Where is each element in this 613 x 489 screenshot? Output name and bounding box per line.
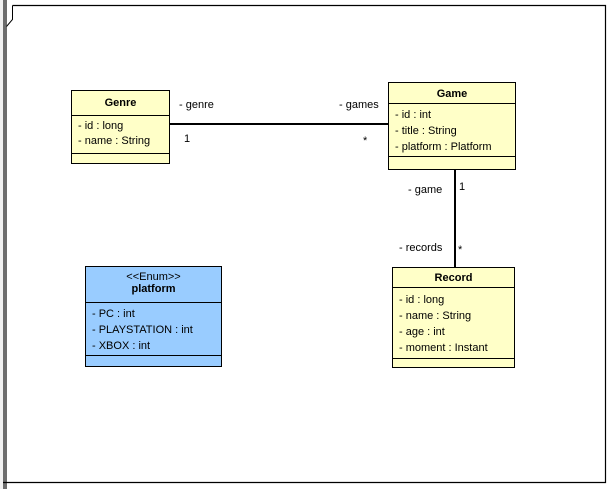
association-role-game[interactable]: - game bbox=[408, 184, 443, 196]
class-genre-name: Genre bbox=[72, 91, 169, 116]
association-role-genre[interactable]: - genre bbox=[179, 99, 214, 111]
class-genre-operations bbox=[72, 154, 169, 163]
attribute: - PC : int bbox=[92, 308, 135, 320]
class-record-operations bbox=[393, 359, 514, 367]
association-genre-games-line[interactable] bbox=[170, 123, 388, 125]
attribute: - PLAYSTATION : int bbox=[92, 324, 193, 336]
association-role-games[interactable]: - games bbox=[339, 99, 379, 111]
class-record-name: Record bbox=[393, 268, 514, 288]
left-margin-strip bbox=[0, 0, 3, 489]
attribute: - name : String bbox=[399, 310, 472, 322]
attribute: - age : int bbox=[399, 326, 445, 338]
class-genre[interactable]: Genre - id : long - name : String bbox=[71, 90, 170, 164]
attribute: - name : String bbox=[78, 135, 151, 147]
association-multiplicity-records[interactable]: * bbox=[458, 244, 463, 256]
enum-platform-literals: - PC : int - PLAYSTATION : int - XBOX : … bbox=[86, 303, 221, 356]
left-rail bbox=[3, 0, 7, 489]
class-game[interactable]: Game - id : int - title : String - platf… bbox=[388, 82, 516, 170]
class-game-operations bbox=[389, 157, 515, 169]
class-record[interactable]: Record - id : long - name : String - age… bbox=[392, 267, 515, 368]
enum-platform-operations bbox=[86, 356, 221, 366]
enum-platform-name: platform bbox=[131, 283, 176, 295]
association-role-records[interactable]: - records bbox=[399, 242, 443, 254]
attribute: - id : long bbox=[399, 294, 445, 306]
class-record-attributes: - id : long - name : String - age : int … bbox=[393, 288, 514, 359]
attribute: - platform : Platform bbox=[395, 141, 492, 153]
association-multiplicity-game[interactable]: 1 bbox=[459, 181, 466, 193]
attribute: - XBOX : int bbox=[92, 340, 151, 352]
attribute: - title : String bbox=[395, 125, 457, 137]
class-game-name: Game bbox=[389, 83, 515, 104]
attribute: - id : long bbox=[78, 120, 124, 132]
class-game-attributes: - id : int - title : String - platform :… bbox=[389, 104, 515, 157]
enum-platform[interactable]: <<Enum>> platform - PC : int - PLAYSTATI… bbox=[85, 266, 222, 367]
association-multiplicity-games[interactable]: * bbox=[363, 135, 368, 147]
class-genre-attributes: - id : long - name : String bbox=[72, 116, 169, 154]
attribute: - id : int bbox=[395, 109, 432, 121]
association-game-records-line[interactable] bbox=[454, 170, 456, 267]
enum-platform-header: <<Enum>> platform bbox=[86, 267, 221, 303]
association-multiplicity-genre[interactable]: 1 bbox=[184, 133, 191, 145]
page-fold-icon bbox=[6, 5, 13, 27]
attribute: - moment : Instant bbox=[399, 342, 488, 354]
enum-stereotype: <<Enum>> bbox=[126, 271, 181, 283]
